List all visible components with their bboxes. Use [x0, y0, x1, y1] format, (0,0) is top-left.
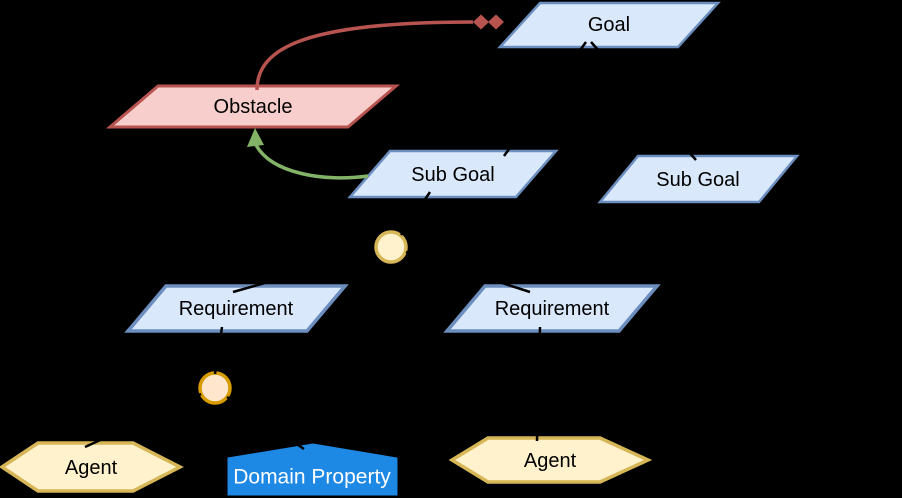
obstacle-label: Obstacle [214, 96, 293, 118]
agent-left-node [0, 441, 184, 493]
obstruction-edge [255, 20, 474, 91]
obstruction-edge-group [255, 14, 504, 91]
agent-left-label: Agent [65, 457, 118, 479]
refinement-edge-junction-req-left [232, 250, 376, 294]
and-junction-upper [374, 230, 408, 264]
requirement-left-label: Requirement [179, 298, 294, 320]
refinement-edge-goal-subgoal-right [590, 41, 697, 161]
refinement-edge-junction-domain-property [226, 395, 305, 451]
subgoal-left-node [347, 149, 559, 199]
resolution-arrowhead [247, 128, 264, 147]
requirement-left-node [124, 284, 349, 333]
goal-node [497, 1, 721, 49]
resolution-edge [254, 144, 369, 180]
obstacle-node [105, 84, 401, 129]
and-junction-lower [198, 371, 232, 405]
domain-property-label: Domain Property [233, 466, 391, 489]
requirement-right-node [443, 284, 661, 333]
agent-right-label: Agent [524, 450, 577, 472]
requirement-right-label: Requirement [495, 298, 610, 320]
refinement-edge-junction-agent-left [84, 392, 202, 449]
nodes [0, 1, 800, 496]
resolution-edge-group [247, 128, 369, 180]
subgoal-right-label: Sub Goal [656, 169, 739, 191]
refinement-edge-junction-req-right [405, 250, 531, 294]
goal-label: Goal [588, 14, 630, 36]
refinement-edge-goal-subgoal-left [502, 41, 588, 157]
refinement-edges [84, 41, 697, 451]
labels: Goal Obstacle Sub Goal Sub Goal Requirem… [65, 14, 740, 489]
obstruction-arrowhead-diamond-2 [488, 14, 504, 30]
agent-right-node [448, 436, 653, 484]
refinement-edge-req-junction-lower [213, 326, 224, 375]
subgoal-left-label: Sub Goal [411, 164, 494, 186]
obstruction-arrowhead-diamond-1 [473, 14, 489, 30]
subgoal-right-node [597, 154, 800, 204]
refinement-edge-req-agent-right [535, 326, 542, 442]
refinement-edge-subgoal-junction [399, 191, 432, 236]
